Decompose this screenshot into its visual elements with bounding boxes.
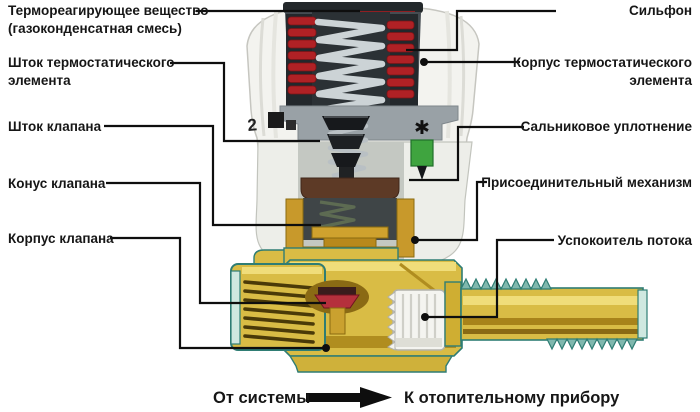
outlet-tail xyxy=(444,277,648,351)
frost-symbol-icon: ✱ xyxy=(414,118,430,139)
label-thermo-housing: Корпус термостатического элемента xyxy=(512,55,692,88)
leader-gland-seal xyxy=(409,125,524,182)
leader-connection-mechanism xyxy=(416,180,487,242)
leader-dots xyxy=(322,58,429,352)
label-valve-cone: Конус клапана xyxy=(8,176,106,191)
bellows-rings xyxy=(287,16,415,99)
label-thermo-stem: Шток термостатического элемента xyxy=(8,55,175,88)
setting-number: 2 xyxy=(247,115,258,135)
valve-body xyxy=(230,247,648,373)
label-gland-seal: Сальниковое уплотнение xyxy=(520,119,692,134)
leader-thermo-stem xyxy=(170,61,320,143)
flow-from-label: От системы xyxy=(213,389,311,407)
flow-to-label: К отопительному прибору xyxy=(404,389,620,407)
flow-stabilizer-part xyxy=(386,289,446,351)
leader-lines xyxy=(104,9,556,350)
leader-valve-stem xyxy=(104,124,321,227)
leader-flow-stabilizer xyxy=(427,238,554,319)
label-valve-stem: Шток клапана xyxy=(8,119,102,134)
label-flow-stabilizer: Успокоитель потока xyxy=(557,233,692,248)
inlet-nut xyxy=(230,263,326,351)
leader-valve-cone xyxy=(106,181,326,305)
green-element xyxy=(410,139,434,167)
leader-valve-housing xyxy=(110,236,324,350)
main-spring xyxy=(314,18,386,121)
flow-direction-arrow-icon xyxy=(306,387,392,408)
leader-bellows xyxy=(406,9,556,52)
label-bellows: Сильфон xyxy=(629,3,692,18)
label-valve-housing: Корпус клапана xyxy=(8,231,114,246)
label-connection-mechanism: Присоединительный механизм xyxy=(481,175,692,190)
label-thermo-substance: Термореагирующее вещество (газоконденсат… xyxy=(8,3,209,36)
